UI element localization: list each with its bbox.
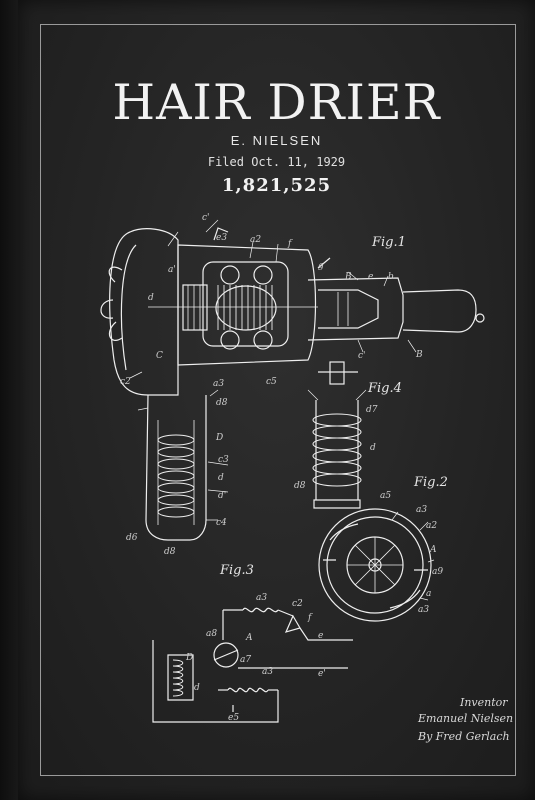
- filed-date: Filed Oct. 11, 1929: [207, 155, 346, 169]
- patent-number: 1,821,525: [221, 175, 332, 196]
- svg-text:d: d: [218, 473, 224, 483]
- svg-text:c5: c5: [266, 377, 277, 387]
- figure-4-label: Fig.4: [367, 381, 402, 396]
- svg-text:a5: a5: [380, 491, 391, 501]
- svg-text:a': a': [168, 265, 176, 275]
- svg-text:C: C: [156, 351, 163, 361]
- svg-text:f: f: [287, 239, 293, 249]
- fan-end-view-figure-2: [318, 508, 435, 622]
- svg-text:c': c': [358, 351, 366, 361]
- svg-text:A: A: [429, 545, 437, 555]
- signature-attorney: By Fred Gerlach: [417, 730, 510, 743]
- canvas-print: [18, 0, 535, 800]
- svg-text:d': d': [218, 491, 226, 501]
- svg-text:d: d: [370, 443, 376, 453]
- figure-2-label: Fig.2: [413, 475, 448, 490]
- inventor-name: E. NIELSEN: [230, 133, 323, 148]
- svg-text:a3: a3: [213, 379, 224, 389]
- svg-text:d7: d7: [366, 405, 378, 415]
- svg-text:e3: e3: [216, 233, 227, 243]
- patent-drawing: c' e3 a2 f g B e b c' B a' d C c2 a3 c5 …: [100, 213, 513, 743]
- svg-text:a9: a9: [432, 567, 443, 577]
- svg-text:A: A: [245, 633, 253, 643]
- svg-text:d8: d8: [294, 481, 306, 491]
- svg-text:d: d: [148, 293, 154, 303]
- figure-3-label: Fig.3: [219, 563, 254, 578]
- part-labels: c' e3 a2 f g B e b c' B a' d C c2 a3 c5 …: [120, 213, 443, 723]
- svg-text:c': c': [202, 213, 210, 223]
- poster-title: HAIR DRIER: [112, 74, 441, 131]
- svg-text:e': e': [318, 669, 326, 679]
- svg-text:d8: d8: [164, 547, 176, 557]
- svg-text:a: a: [426, 589, 431, 599]
- svg-text:c3: c3: [218, 455, 229, 465]
- wiring-diagram-figure-3: [152, 607, 353, 723]
- signature-role: Inventor: [459, 696, 508, 709]
- svg-text:d: d: [194, 683, 200, 693]
- svg-text:B: B: [415, 350, 423, 360]
- svg-text:e: e: [368, 272, 373, 282]
- svg-text:a8: a8: [206, 629, 217, 639]
- poster-border: [40, 24, 516, 776]
- canvas-side-edge: [0, 0, 22, 800]
- svg-text:c2: c2: [120, 377, 131, 387]
- svg-text:e5: e5: [228, 713, 239, 723]
- svg-text:B: B: [344, 272, 352, 282]
- svg-text:a3: a3: [416, 505, 427, 515]
- svg-text:f: f: [307, 613, 313, 623]
- svg-text:d6: d6: [126, 533, 138, 543]
- svg-text:c2: c2: [292, 599, 303, 609]
- svg-text:c4: c4: [216, 518, 227, 528]
- svg-text:g: g: [318, 261, 324, 271]
- svg-text:D: D: [185, 653, 193, 663]
- hair-drier-figure-1: [100, 219, 485, 541]
- svg-text:a3: a3: [418, 605, 429, 615]
- svg-text:a2: a2: [426, 521, 437, 531]
- svg-text:e: e: [318, 631, 323, 641]
- svg-text:a2: a2: [250, 235, 261, 245]
- svg-text:a3: a3: [262, 667, 273, 677]
- svg-text:D: D: [215, 433, 223, 443]
- svg-text:a3: a3: [256, 593, 267, 603]
- signature-name: Emanuel Nielsen: [417, 712, 513, 725]
- figure-1-label: Fig.1: [371, 235, 406, 250]
- heating-element-figure-4: [307, 361, 367, 509]
- svg-text:a7: a7: [240, 655, 251, 665]
- svg-text:b: b: [388, 272, 394, 282]
- svg-text:d8: d8: [216, 398, 228, 408]
